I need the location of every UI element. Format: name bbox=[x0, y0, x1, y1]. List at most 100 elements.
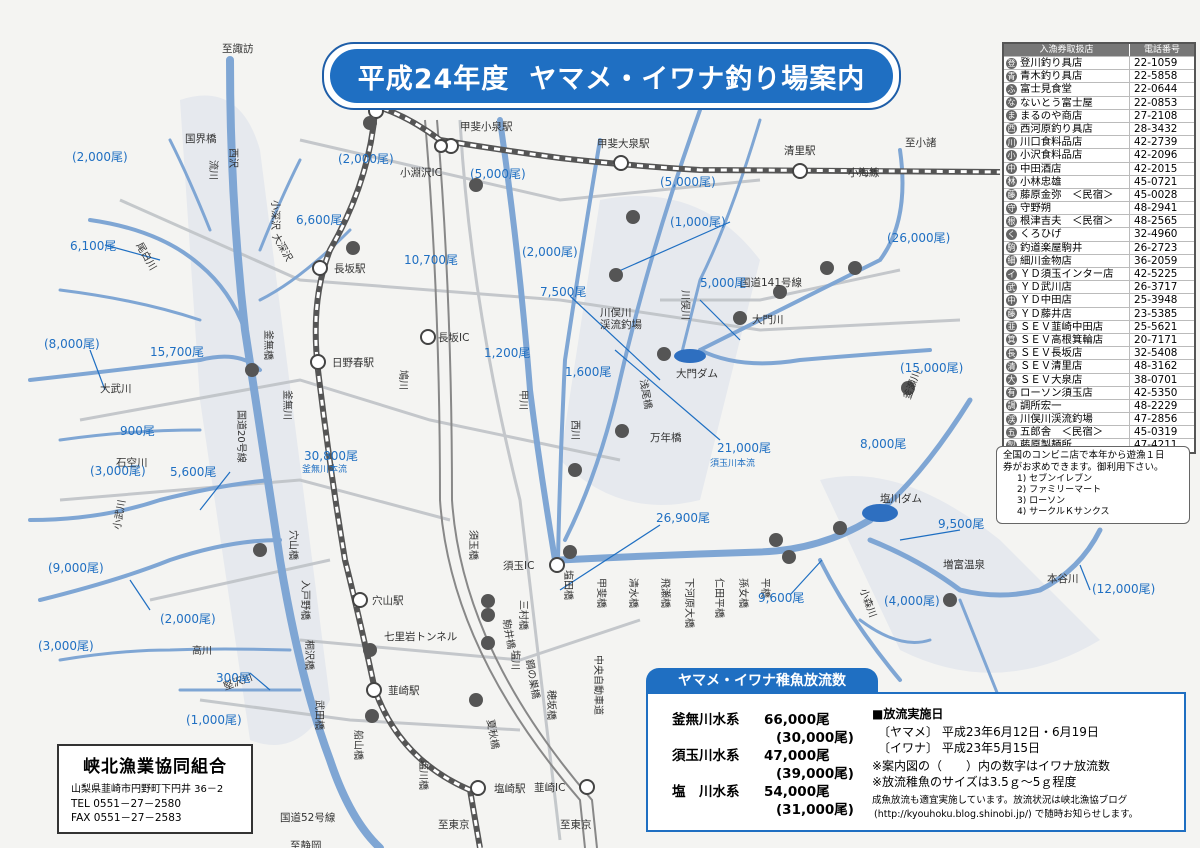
shop-tel: 26-2723 bbox=[1134, 241, 1178, 254]
shop-name: 川口食料品店 bbox=[1020, 136, 1130, 149]
svg-text:高川: 高川 bbox=[192, 644, 212, 657]
svg-text:国界橋: 国界橋 bbox=[185, 132, 217, 145]
shop-name: 富士見食堂 bbox=[1020, 83, 1130, 96]
svg-text:長坂駅: 長坂駅 bbox=[334, 263, 366, 275]
svg-text:中央自動車道: 中央自動車道 bbox=[592, 655, 605, 715]
shop-mark-icon: 細 bbox=[1006, 255, 1017, 267]
convenience-store: 1) セブンイレブン bbox=[1017, 474, 1093, 484]
svg-text:三村橋: 三村橋 bbox=[517, 600, 530, 630]
shop-tel: 47-2856 bbox=[1134, 413, 1178, 426]
shop-tel: 48-2229 bbox=[1134, 399, 1178, 412]
shop-mark-icon: 大 bbox=[1006, 374, 1017, 385]
svg-text:(2,000尾): (2,000尾) bbox=[522, 245, 578, 259]
svg-text:甲斐小泉駅: 甲斐小泉駅 bbox=[460, 120, 513, 133]
svg-text:飛瀬橋: 飛瀬橋 bbox=[659, 578, 672, 608]
release-count: 66,000尾 bbox=[764, 712, 830, 728]
org-address: 山梨県韮崎市円野町下円井 36－2 bbox=[71, 784, 224, 795]
svg-text:大武川: 大武川 bbox=[100, 382, 132, 395]
svg-text:小海線: 小海線 bbox=[848, 166, 880, 179]
title-banner: 平成24年度 ヤマメ・イワナ釣り場案内 bbox=[322, 42, 901, 110]
svg-text:7,500尾: 7,500尾 bbox=[540, 285, 586, 299]
svg-text:釜無川本流: 釜無川本流 bbox=[302, 463, 347, 475]
svg-text:韮崎駅: 韮崎駅 bbox=[388, 684, 420, 697]
title-year: 平成24年度 bbox=[357, 63, 510, 95]
svg-text:300尾: 300尾 bbox=[216, 671, 251, 685]
svg-text:入戸野橋: 入戸野橋 bbox=[299, 580, 312, 620]
shop-tel: 20-7171 bbox=[1134, 333, 1178, 346]
release-note1: ※案内図の（ ）内の数字はイワナ放流数 bbox=[872, 759, 1111, 773]
svg-text:流川: 流川 bbox=[207, 160, 220, 180]
shop-name: 登川釣り具店 bbox=[1020, 57, 1130, 70]
release-box: 釜無川水系 66,000尾 (30,000尾) 須玉川水系 47,000尾 (3… bbox=[646, 692, 1186, 832]
svg-text:国道20号線: 国道20号線 bbox=[235, 410, 248, 463]
svg-text:清里駅: 清里駅 bbox=[784, 144, 816, 157]
svg-text:桐沢橋: 桐沢橋 bbox=[303, 640, 316, 670]
convenience-text2: 券がお求めできます。御利用下さい。 bbox=[1003, 462, 1164, 473]
shop-name: 西河原釣り具店 bbox=[1020, 122, 1130, 136]
shop-name: 五郎舎 ＜民宿＞ bbox=[1020, 426, 1130, 439]
shop-tel: 22-0853 bbox=[1134, 96, 1178, 109]
shop-mark-icon: 中 bbox=[1006, 163, 1017, 174]
svg-text:(3,000尾): (3,000尾) bbox=[90, 464, 146, 478]
shop-name: 藤原金弥 ＜民宿＞ bbox=[1020, 188, 1130, 202]
shop-tel: 32-5408 bbox=[1134, 347, 1178, 360]
release-iwana: 〔イワナ〕 平成23年5月15日 bbox=[878, 741, 1040, 755]
svg-text:(26,000尾): (26,000尾) bbox=[887, 231, 950, 245]
shop-tel: 22-0644 bbox=[1134, 83, 1178, 96]
shop-mark-icon: ふ bbox=[1006, 83, 1017, 95]
release-system-name: 塩 川水系 bbox=[672, 784, 740, 800]
svg-text:(9,000尾): (9,000尾) bbox=[48, 561, 104, 575]
svg-text:(12,000尾): (12,000尾) bbox=[1092, 582, 1155, 596]
shop-name: くろひげ bbox=[1020, 228, 1130, 241]
svg-text:30,800尾: 30,800尾 bbox=[304, 449, 358, 463]
svg-text:小深沢: 小深沢 bbox=[269, 200, 282, 230]
shop-mark-icon: 渓 bbox=[1006, 413, 1017, 425]
shop-tel: 48-2941 bbox=[1134, 202, 1178, 215]
svg-text:9,600尾: 9,600尾 bbox=[758, 591, 804, 605]
svg-text:(2,000尾): (2,000尾) bbox=[160, 612, 216, 626]
shop-mark-icon: ま bbox=[1006, 110, 1017, 122]
svg-text:国道52号線: 国道52号線 bbox=[280, 811, 336, 824]
svg-text:6,600尾: 6,600尾 bbox=[296, 213, 342, 227]
release-count: 54,000尾 bbox=[764, 784, 830, 800]
release-header: ヤマメ・イワナ稚魚放流数 bbox=[646, 668, 878, 694]
svg-text:(1,000尾): (1,000尾) bbox=[186, 713, 242, 727]
org-tel: TEL 0551－27－2580 bbox=[71, 798, 182, 810]
shop-tel: 48-2565 bbox=[1134, 215, 1178, 228]
shop-mark-icon: 小 bbox=[1006, 149, 1017, 161]
shop-name: ＹＤ武川店 bbox=[1020, 281, 1130, 294]
svg-text:韮崎IC: 韮崎IC bbox=[534, 781, 565, 794]
shop-mark-icon: 製 bbox=[1006, 439, 1017, 451]
shop-mark-icon: 西 bbox=[1006, 123, 1017, 135]
shop-tel: 32-4960 bbox=[1134, 228, 1178, 241]
svg-text:武田橋: 武田橋 bbox=[313, 700, 326, 730]
svg-text:(5,000尾): (5,000尾) bbox=[470, 167, 526, 181]
shop-tel: 36-2059 bbox=[1134, 254, 1178, 267]
svg-text:下河原大橋: 下河原大橋 bbox=[683, 578, 696, 628]
shop-tel: 42-2739 bbox=[1134, 136, 1178, 149]
shop-mark-icon: 箕 bbox=[1006, 334, 1017, 346]
shop-tel: 45-0028 bbox=[1134, 188, 1178, 201]
shop-table-header: 入漁券取扱店 電話番号 bbox=[1004, 44, 1194, 56]
svg-text:増富温泉: 増富温泉 bbox=[943, 558, 985, 571]
svg-text:西川: 西川 bbox=[569, 420, 580, 440]
shop-name: ＳＥＶ大泉店 bbox=[1020, 373, 1130, 386]
svg-text:至小諸: 至小諸 bbox=[905, 136, 937, 149]
svg-text:清水橋: 清水橋 bbox=[627, 578, 640, 608]
shop-mark-icon: 守 bbox=[1006, 202, 1017, 214]
release-count: 47,000尾 bbox=[764, 748, 830, 764]
shop-mark-icon: く bbox=[1006, 228, 1017, 240]
release-prev: (39,000尾) bbox=[776, 766, 854, 782]
release-prev: (30,000尾) bbox=[776, 730, 854, 746]
